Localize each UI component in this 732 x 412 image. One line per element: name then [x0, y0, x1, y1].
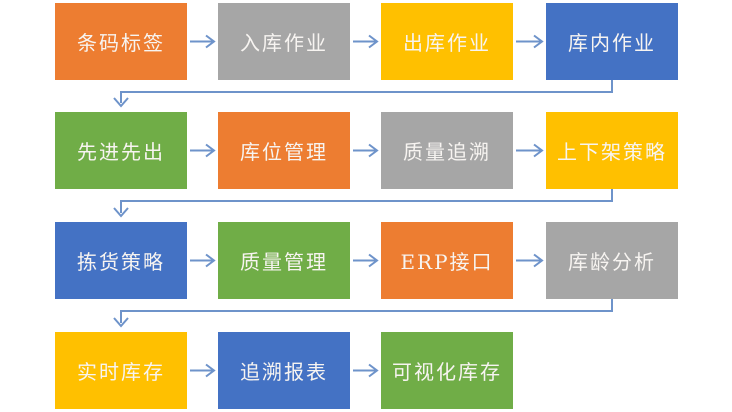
flow-box-label: ERP接口: [400, 250, 494, 274]
arrow-right-head-icon: [368, 253, 379, 268]
flow-box-label: 出库作业: [403, 31, 491, 55]
flow-box-label: 质量管理: [240, 250, 328, 274]
flow-box-label: 库龄分析: [568, 250, 656, 274]
flow-box-r2c2: 库位管理: [218, 112, 350, 189]
flow-box-label: 条码标签: [77, 31, 165, 55]
flow-box-label: 实时库存: [77, 360, 165, 384]
arrow-right-head-icon: [205, 253, 216, 268]
elbow-connector-down: [120, 299, 613, 323]
flow-box-r1c2: 入库作业: [218, 3, 350, 80]
arrow-down-head-icon: [113, 207, 129, 218]
arrow-down-head-icon: [113, 317, 129, 328]
flow-box-r4c1: 实时库存: [55, 332, 187, 409]
flow-box-r4c3: 可视化库存: [381, 332, 513, 409]
flow-box-r1c4: 库内作业: [546, 3, 678, 80]
flow-box-r3c3: ERP接口: [381, 222, 513, 299]
elbow-connector-down: [120, 189, 613, 213]
flow-box-label: 质量追溯: [403, 140, 491, 164]
arrow-right-head-icon: [205, 363, 216, 378]
arrow-right-head-icon: [368, 34, 379, 49]
elbow-connector-down: [120, 80, 613, 103]
flow-box-label: 可视化库存: [392, 360, 502, 384]
arrow-right-head-icon: [533, 34, 544, 49]
arrow-right-head-icon: [533, 143, 544, 158]
flow-box-label: 上下架策略: [557, 140, 667, 164]
flow-box-r1c1: 条码标签: [55, 3, 187, 80]
flow-box-label: 追溯报表: [240, 360, 328, 384]
arrow-right-head-icon: [533, 253, 544, 268]
flow-box-r4c2: 追溯报表: [218, 332, 350, 409]
flow-box-label: 拣货策略: [77, 250, 165, 274]
flow-box-r3c4: 库龄分析: [546, 222, 678, 299]
arrow-right-head-icon: [368, 363, 379, 378]
arrow-down-head-icon: [113, 97, 129, 108]
flow-box-r1c3: 出库作业: [381, 3, 513, 80]
flow-box-r3c2: 质量管理: [218, 222, 350, 299]
flow-box-r2c1: 先进先出: [55, 112, 187, 189]
arrow-right-head-icon: [368, 143, 379, 158]
flow-box-label: 库位管理: [240, 140, 328, 164]
flow-box-label: 库内作业: [568, 31, 656, 55]
arrow-right-head-icon: [205, 143, 216, 158]
arrow-right-head-icon: [205, 34, 216, 49]
flow-box-label: 入库作业: [240, 31, 328, 55]
flow-box-label: 先进先出: [77, 140, 165, 164]
flow-box-r2c4: 上下架策略: [546, 112, 678, 189]
flow-box-r3c1: 拣货策略: [55, 222, 187, 299]
flow-box-r2c3: 质量追溯: [381, 112, 513, 189]
